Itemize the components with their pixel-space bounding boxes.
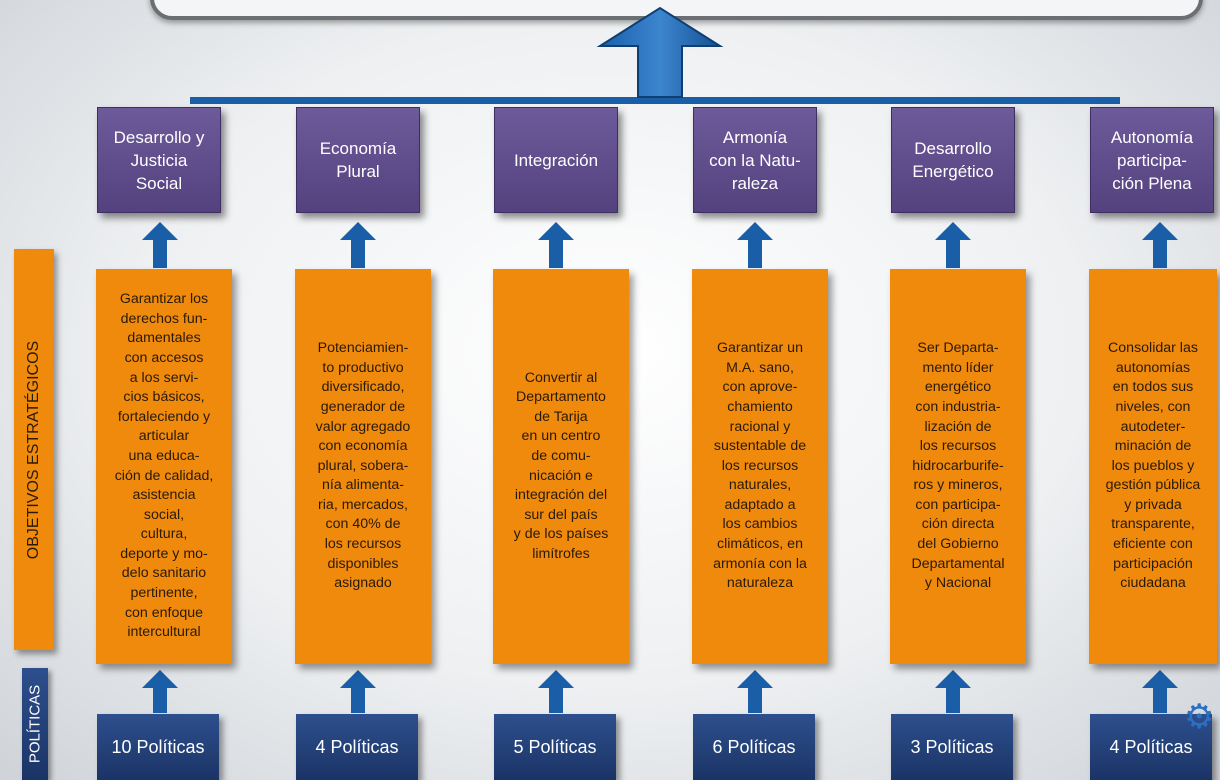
objective-box-desarrollo-energetico: Ser Departa- mento líder energético con …	[890, 269, 1026, 664]
up-arrow-icon	[935, 670, 971, 713]
main-up-arrow-icon	[596, 6, 724, 98]
up-arrow-icon	[1142, 222, 1178, 268]
up-arrow-icon	[935, 222, 971, 268]
axis-box-desarrollo-energetico: Desarrollo Energético	[891, 107, 1015, 213]
up-arrow-icon	[142, 670, 178, 713]
up-arrow-icon	[142, 222, 178, 268]
policies-label-text: POLÍTICAS	[26, 684, 44, 764]
up-arrow-icon	[1142, 670, 1178, 713]
policies-side-label: POLÍTICAS	[22, 668, 48, 780]
objective-box-autonomia-participacion: Consolidar las autonomías en todos sus n…	[1089, 269, 1217, 664]
objective-box-desarrollo-justicia-social: Garantizar los derechos fun- damentales …	[96, 269, 232, 664]
axis-box-desarrollo-justicia-social: Desarrollo y Justicia Social	[97, 107, 221, 213]
policy-box-desarrollo-justicia-social: 10 Políticas	[97, 714, 219, 780]
policy-box-integracion: 5 Políticas	[494, 714, 616, 780]
gear-icon: ⚙	[1184, 698, 1215, 736]
up-arrow-icon	[340, 670, 376, 713]
policy-box-desarrollo-energetico: 3 Políticas	[891, 714, 1013, 780]
up-arrow-icon	[737, 222, 773, 268]
objectives-label-text: OBJETIVOS ESTRATÉGICOS	[25, 340, 42, 559]
policy-box-economia-plural: 4 Políticas	[296, 714, 418, 780]
axis-box-integracion: Integración	[494, 107, 618, 213]
objectives-side-label: OBJETIVOS ESTRATÉGICOS	[14, 249, 54, 650]
policy-box-armonia-naturaleza: 6 Políticas	[693, 714, 815, 780]
axis-box-economia-plural: Economía Plural	[296, 107, 420, 213]
objective-box-armonia-naturaleza: Garantizar un M.A. sano, con aprove- cha…	[692, 269, 828, 664]
up-arrow-icon	[737, 670, 773, 713]
policy-box-autonomia-participacion: 4 Políticas	[1090, 714, 1212, 780]
objective-box-integracion: Convertir al Departamento de Tarija en u…	[493, 269, 629, 664]
axis-box-autonomia-participacion: Autonomía participa- ción Plena	[1090, 107, 1214, 213]
up-arrow-icon	[340, 222, 376, 268]
horizontal-connector-bar	[190, 97, 1120, 104]
up-arrow-icon	[538, 222, 574, 268]
up-arrow-icon	[538, 670, 574, 713]
axis-box-armonia-naturaleza: Armonía con la Natu- raleza	[693, 107, 817, 213]
objective-box-economia-plural: Potenciamien- to productivo diversificad…	[295, 269, 431, 664]
